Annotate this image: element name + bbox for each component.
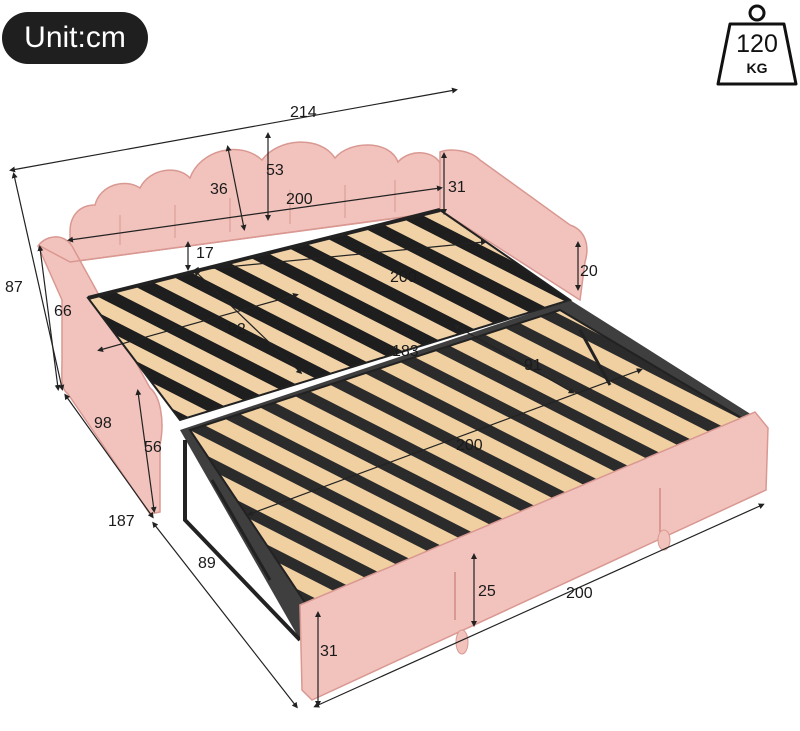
dim-half-width-right: 91 bbox=[524, 357, 542, 374]
dimension-labels: 214 87 53 36 31 200 17 20 200 66 92 183 … bbox=[5, 104, 598, 660]
dim-trundle-length: 200 bbox=[456, 437, 483, 454]
dim-arm-height: 66 bbox=[54, 303, 72, 320]
dim-extended-depth: 187 bbox=[108, 513, 135, 530]
dim-trundle-front-height: 25 bbox=[478, 583, 496, 600]
weight-icon: 120 KG bbox=[716, 2, 798, 88]
dim-side-depth: 98 bbox=[94, 415, 112, 432]
dim-headboard-scallop: 36 bbox=[210, 181, 228, 198]
dimension-lines bbox=[9, 87, 765, 709]
dim-headboard-height: 53 bbox=[266, 162, 284, 179]
weight-unit: KG bbox=[746, 60, 768, 76]
weight-value: 120 bbox=[736, 30, 778, 58]
dim-mattress-length: 200 bbox=[390, 269, 417, 286]
dim-trundle-total-height: 31 bbox=[320, 643, 338, 660]
dim-trundle-depth: 89 bbox=[198, 555, 216, 572]
dim-overall-height: 87 bbox=[5, 279, 23, 296]
dim-trundle-front-length: 200 bbox=[566, 585, 593, 602]
dim-side-gap: 17 bbox=[196, 245, 214, 262]
unit-badge: Unit:cm bbox=[2, 12, 148, 64]
dim-side-leg-height: 56 bbox=[144, 439, 162, 456]
dim-back-rail: 31 bbox=[448, 179, 466, 196]
dim-inner-length: 200 bbox=[286, 191, 313, 208]
weight-outline bbox=[716, 4, 798, 86]
dim-armrest-height: 20 bbox=[580, 263, 598, 280]
dim-overall-length: 214 bbox=[290, 104, 317, 121]
dim-extended-width: 183 bbox=[392, 343, 419, 360]
dim-half-width-left: 92 bbox=[228, 321, 246, 338]
